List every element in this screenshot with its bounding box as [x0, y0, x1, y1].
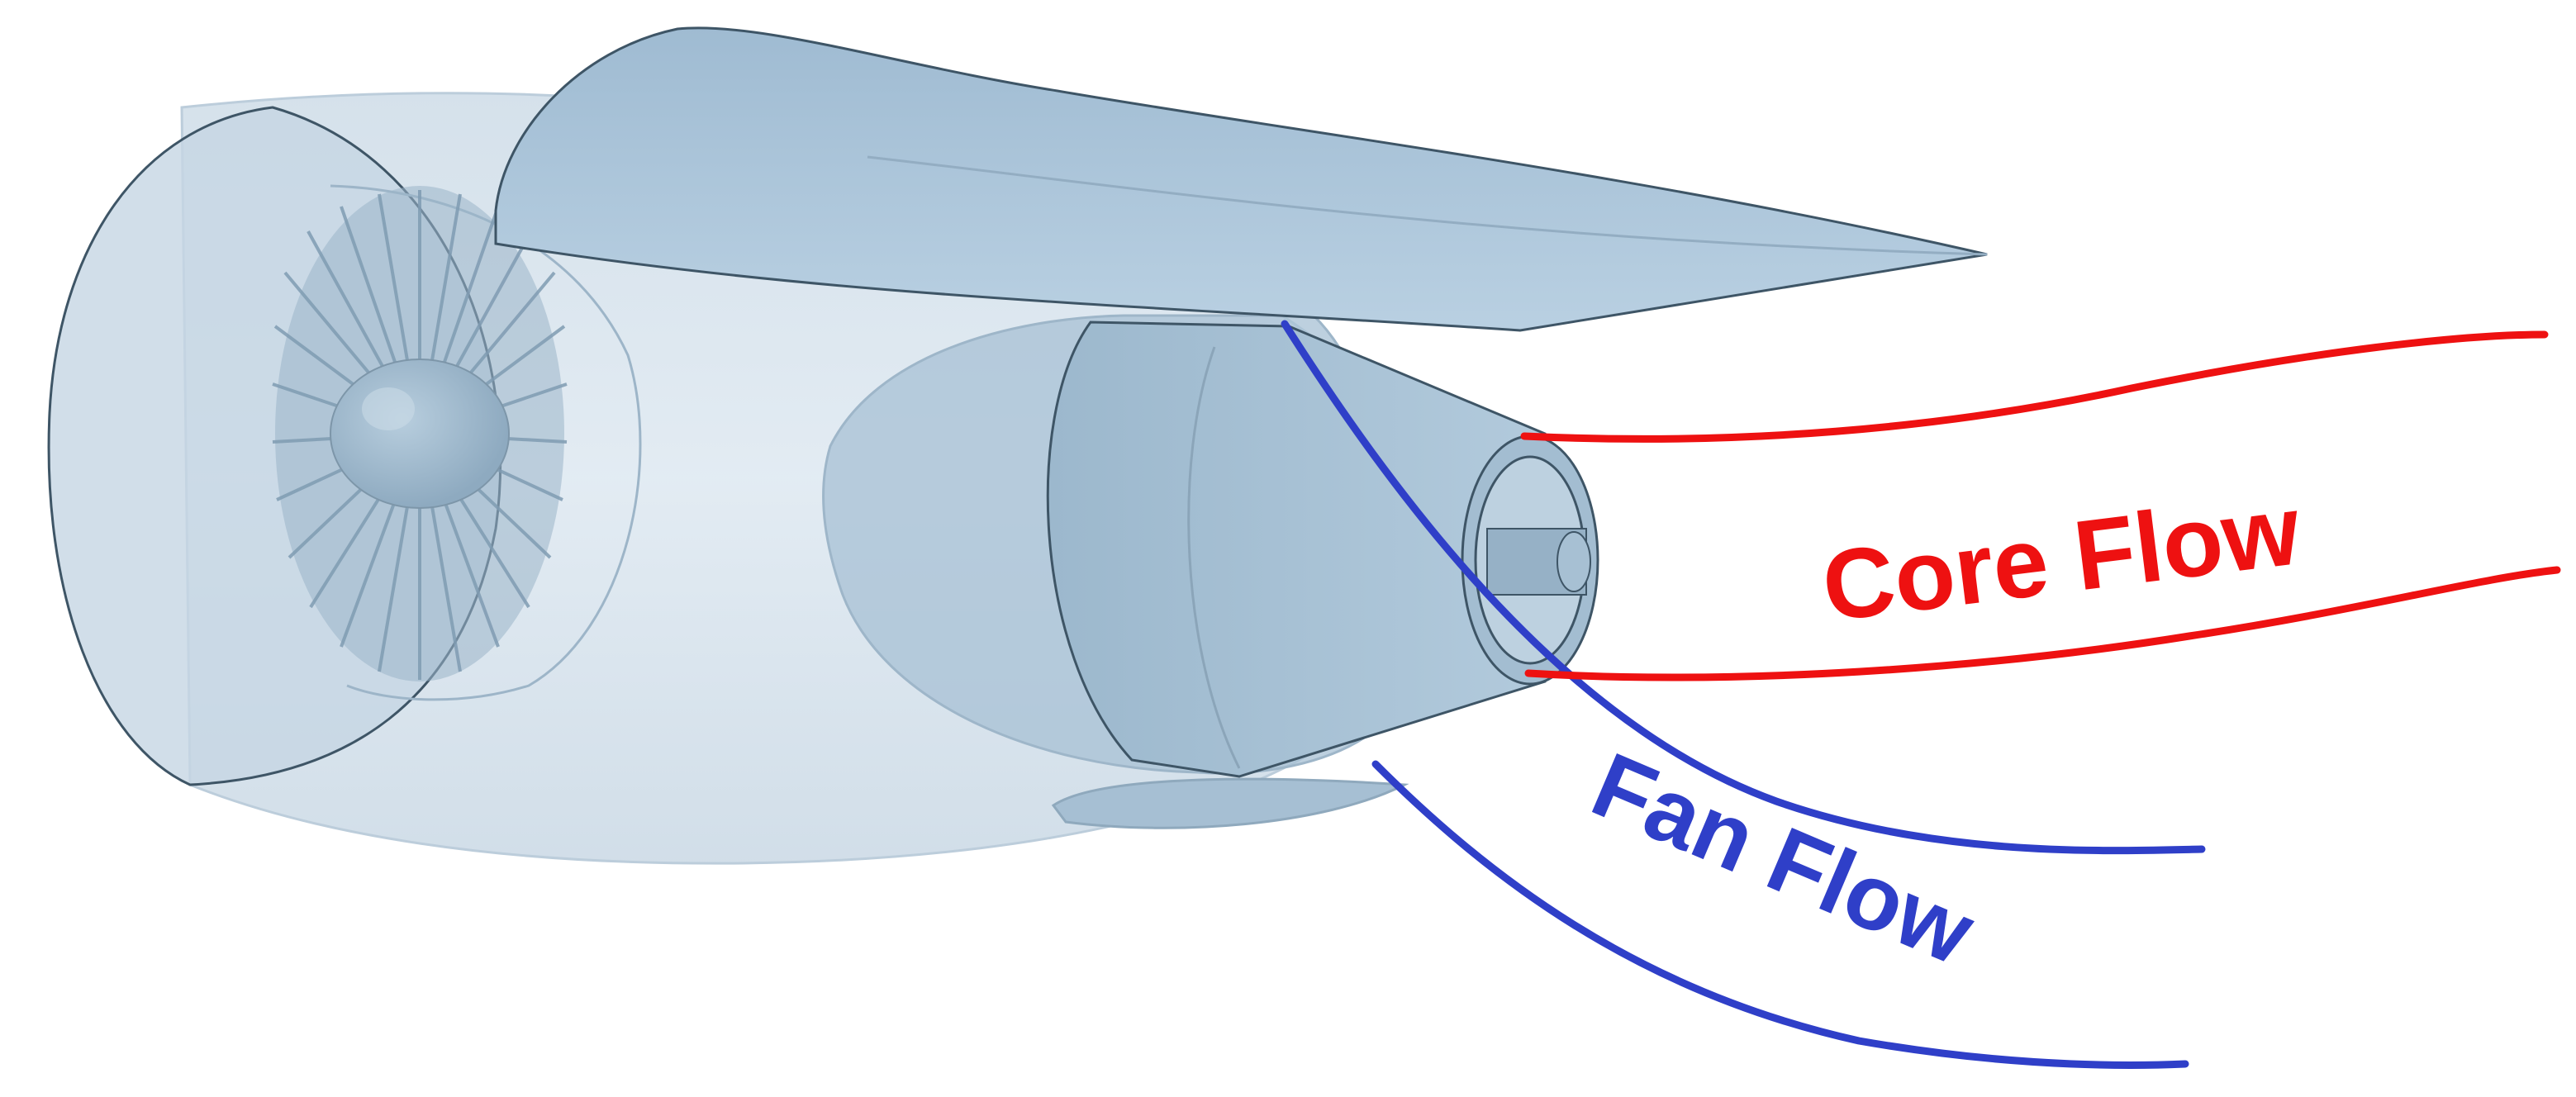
core-flow-upper-line [1520, 330, 2549, 443]
fan-flow-label: Fan Flow [1579, 733, 1989, 985]
core-flow-lower-line [1524, 566, 2561, 681]
core-nozzle [1461, 435, 1599, 686]
fan-flow-outer-line [1371, 760, 2189, 1069]
spinner [330, 359, 510, 509]
core-cowl [822, 314, 1547, 778]
core-flow-label: Core Flow [1817, 474, 2307, 643]
pylon [494, 26, 1988, 332]
fan-flow-lines [1281, 320, 2206, 1069]
core-flow-lines [1520, 330, 2561, 681]
fan-flow-inner-line [1281, 320, 2206, 855]
lower-fairing [1051, 777, 1409, 829]
